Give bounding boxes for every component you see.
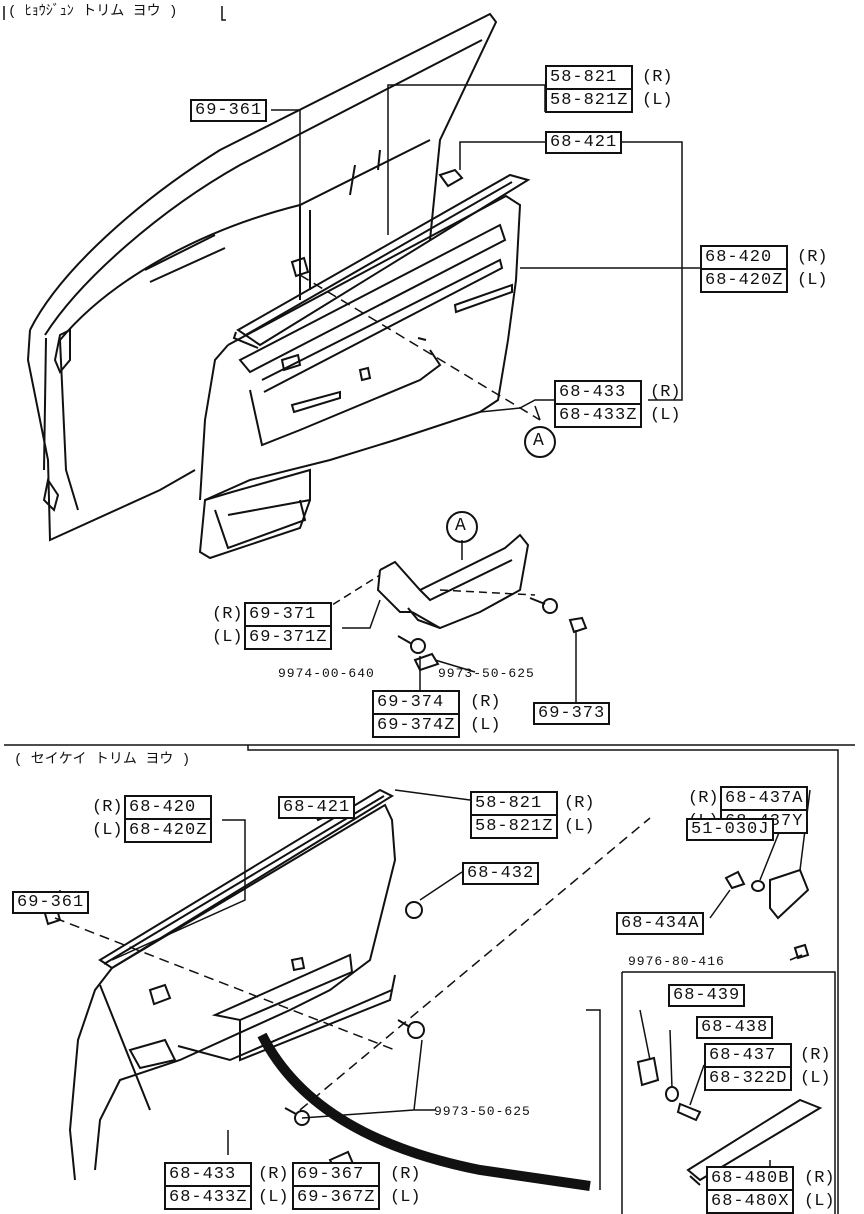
side-68-420-r-bottom: (R) [92,798,123,817]
part-69-367-bottom[interactable]: 69-367 69-367Z [292,1162,381,1210]
part-58-821-r: 58-821 [550,68,618,87]
fasteners-top [397,597,588,672]
part-51-030j[interactable]: 51-030J [686,818,775,841]
part-69-371-r: 69-371 [249,605,317,624]
top-section-frame [3,6,226,21]
part-68-420z-l: 68-420Z [702,268,787,291]
part-68-480b-r: 68-480B [711,1169,790,1188]
side-68-433-l-bottom: (L) [258,1188,289,1207]
bolt-9976-80-416: 9976-80-416 [628,954,725,969]
part-58-821-r-bottom: 58-821 [475,794,543,813]
side-68-420-l-bottom: (L) [92,821,123,840]
part-69-361-bottom[interactable]: 69-361 [12,891,90,914]
callout-a-mid: A [455,516,467,536]
part-68-437-r-inset: 68-437 [709,1046,777,1065]
part-69-374z-l: 69-374Z [374,713,459,736]
part-68-480x-l: 68-480X [708,1189,793,1212]
bolt-9973-50-625-top: 9973-50-625 [438,666,535,681]
part-68-420-bottom[interactable]: 68-420 68-420Z [124,795,213,843]
callout-a-top: A [533,431,545,451]
part-58-821z-l: 58-821Z [547,88,632,111]
part-68-420z-l-bottom: 68-420Z [126,818,211,841]
inset-parts [636,1056,823,1186]
part-68-420-r-bottom: 68-420 [129,798,197,817]
side-68-433-r-bottom: (R) [258,1165,289,1184]
side-69-374-l: (L) [470,716,501,735]
side-68-437-r-inset: (R) [800,1046,831,1065]
trim-panel-top [198,194,522,560]
part-68-420-top[interactable]: 68-420 68-420Z [700,245,789,293]
part-58-821z-l-bottom: 58-821Z [472,814,557,837]
part-69-373[interactable]: 69-373 [533,702,611,725]
part-68-437-inset[interactable]: 68-437 68-322D [704,1043,793,1091]
armrest-a-drawing [376,533,530,630]
part-69-371-top[interactable]: 69-371 69-371Z [244,602,333,650]
side-69-371-r: (R) [212,605,243,624]
part-68-433-r: 68-433 [559,383,627,402]
side-68-322d-l-inset: (L) [800,1069,831,1088]
side-58-821-l: (L) [642,91,673,110]
part-68-421-top[interactable]: 68-421 [545,131,623,154]
belt-moulding-bottom [98,788,395,970]
top-section-title: ( ﾋｮｳｼﾞｭﾝ トリム ヨウ ) [8,4,178,20]
side-68-420-r: (R) [797,248,828,267]
weatherstrip-band [257,1032,591,1191]
side-58-821-r: (R) [642,68,673,87]
part-58-821-top[interactable]: 58-821 58-821Z [545,65,634,113]
part-68-433z-l: 68-433Z [556,403,641,426]
side-68-433-l: (L) [650,406,681,425]
part-69-367z-l: 69-367Z [294,1185,379,1208]
part-68-480-bottom[interactable]: 68-480B 68-480X [706,1166,795,1214]
side-68-480-r: (R) [804,1169,835,1188]
side-68-437a-r: (R) [688,789,719,808]
belt-moulding-top [232,173,531,349]
part-68-437a-r: 68-437A [725,789,804,808]
callout-a-circle-top [524,426,556,458]
side-58-821-r-bottom: (R) [564,794,595,813]
side-69-371-l: (L) [212,628,243,647]
part-69-374-r: 69-374 [377,693,445,712]
part-68-420-r: 68-420 [705,248,773,267]
side-68-480-l: (L) [804,1192,835,1211]
bottom-section-frame [4,744,855,1214]
part-69-371z-l: 69-371Z [246,625,331,648]
part-68-439[interactable]: 68-439 [668,984,746,1007]
trim-panel-bottom [68,803,397,1181]
bolt-9973-50-625-bottom: 9973-50-625 [434,1104,531,1119]
bolt-9974-00-640: 9974-00-640 [278,666,375,681]
part-68-434a[interactable]: 68-434A [616,912,705,935]
part-68-421-bottom[interactable]: 68-421 [278,796,356,819]
part-68-438[interactable]: 68-438 [696,1016,774,1039]
part-68-432[interactable]: 68-432 [462,862,540,885]
door-shell-drawing [26,12,498,542]
side-68-433-r: (R) [650,383,681,402]
part-69-367-r: 69-367 [297,1165,365,1184]
leader-lines-bottom [54,789,811,1190]
clip-68-421-top [438,168,464,188]
part-68-322d-l-inset: 68-322D [706,1066,791,1089]
part-69-361-top[interactable]: 69-361 [190,99,268,122]
side-58-821-l-bottom: (L) [564,817,595,836]
callout-a-circle-mid [446,511,478,543]
side-69-367-r: (R) [390,1165,421,1184]
part-68-433-top[interactable]: 68-433 68-433Z [554,380,643,428]
inset-frame [621,971,836,1214]
part-68-433z-l-bottom: 68-433Z [166,1185,251,1208]
part-69-374-top[interactable]: 69-374 69-374Z [372,690,461,738]
side-69-374-r: (R) [470,693,501,712]
bottom-section-title: ( セイケイ トリム ヨウ ) [14,752,191,768]
side-69-367-l: (L) [390,1188,421,1207]
part-68-433-r-bottom: 68-433 [169,1165,237,1184]
side-68-420-l: (L) [797,271,828,290]
part-68-433-bottom[interactable]: 68-433 68-433Z [164,1162,253,1210]
part-58-821-bottom[interactable]: 58-821 58-821Z [470,791,559,839]
